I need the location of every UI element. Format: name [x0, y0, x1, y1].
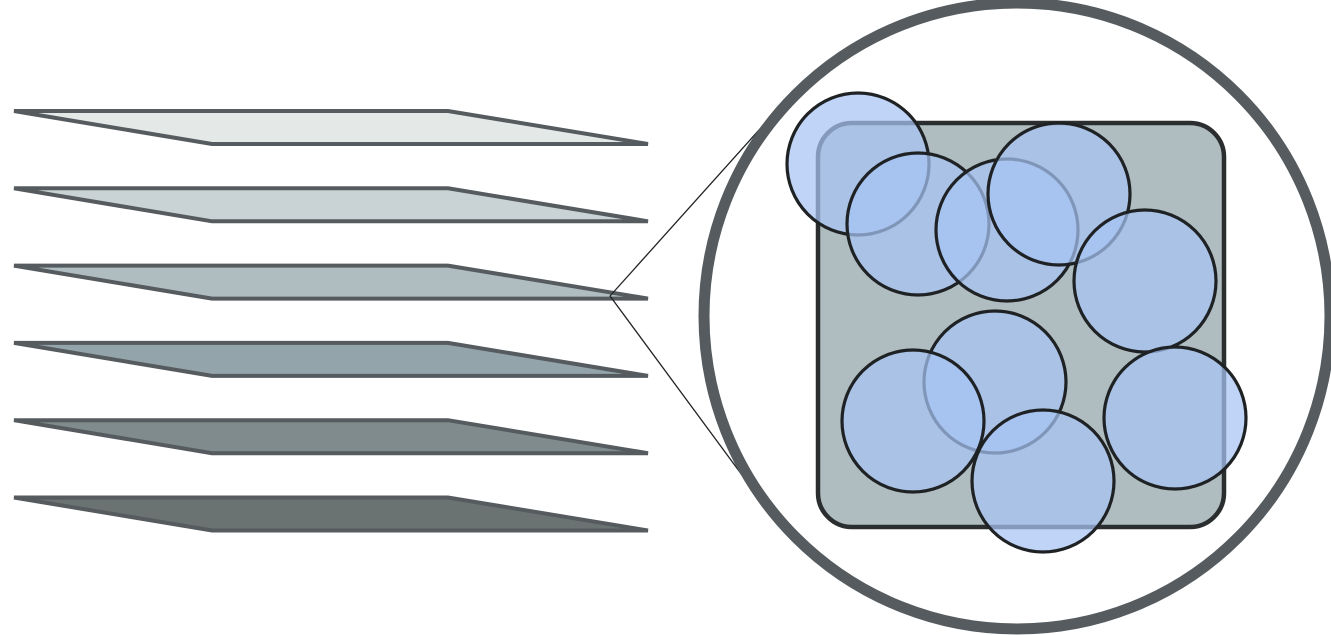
particle-9: [970, 408, 1116, 554]
layer-plate-1: [13, 109, 649, 146]
layer-plate-3: [13, 263, 649, 301]
magnifier: [698, 0, 1331, 635]
layer-plate-6: [13, 495, 649, 533]
layer-plate-4: [13, 340, 649, 378]
layer-plate-2: [13, 186, 649, 224]
layer-stack: [13, 109, 649, 533]
particle-5: [1072, 208, 1218, 354]
zoom-line-bottom: [609, 295, 743, 476]
zoom-connector-lines: [609, 119, 769, 476]
layer-plate-5: [13, 418, 649, 456]
particle-8: [1102, 345, 1248, 491]
zoom-line-top: [609, 119, 769, 297]
particle-7: [840, 348, 986, 494]
